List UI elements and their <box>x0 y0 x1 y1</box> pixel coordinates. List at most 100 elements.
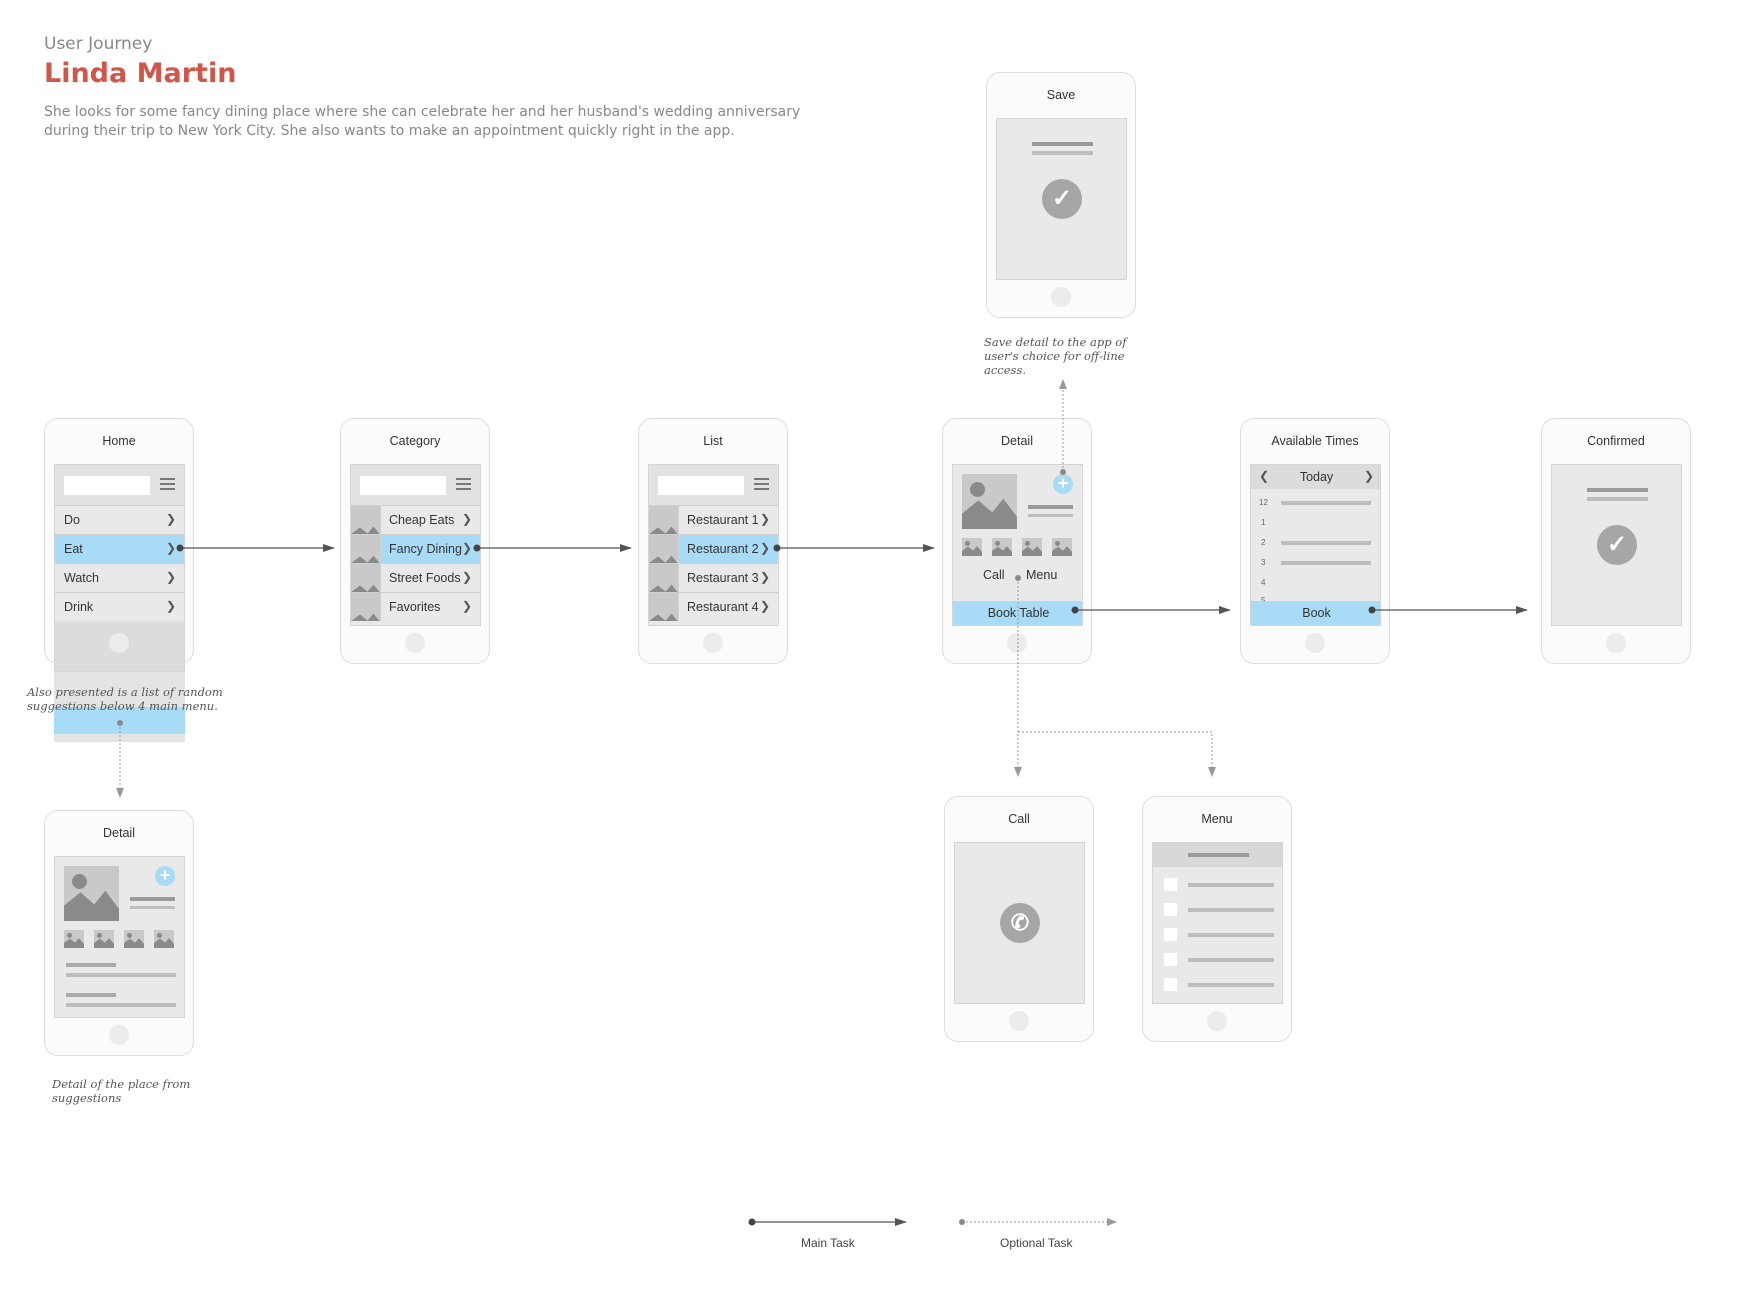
day-label: Today <box>1299 470 1334 484</box>
home-button <box>1009 1011 1029 1031</box>
chevron-right-icon: ❯ <box>165 599 176 613</box>
text-line <box>66 963 116 967</box>
checkbox-icon[interactable] <box>1164 903 1177 916</box>
checkbox-icon[interactable] <box>1164 953 1177 966</box>
save-screen-content: ✓ <box>996 118 1127 280</box>
chevron-right-icon: ❯ <box>165 570 176 584</box>
home-button <box>405 633 425 653</box>
category-item-label: Cheap Eats <box>389 513 455 527</box>
image-placeholder-icon <box>1022 538 1042 556</box>
home-button <box>1051 287 1071 307</box>
category-item[interactable]: Street Foods❯ <box>351 563 480 592</box>
time-slot[interactable] <box>1281 501 1371 505</box>
menu-item-do[interactable]: Do ❯ <box>55 505 184 534</box>
restaurant-item[interactable]: Restaurant 3❯ <box>649 563 778 592</box>
category-item[interactable]: Cheap Eats ❯ <box>351 505 480 534</box>
restaurant-item-label: Restaurant 1 <box>687 513 759 527</box>
category-item-label: Street Foods <box>389 571 461 585</box>
hamburger-icon[interactable] <box>456 478 471 491</box>
top-bar <box>351 465 480 505</box>
image-placeholder-icon <box>992 538 1012 556</box>
plus-icon[interactable]: + <box>155 866 175 886</box>
home-button <box>1305 633 1325 653</box>
home-button <box>703 633 723 653</box>
chevron-right-icon: ❯ <box>461 570 472 584</box>
persona-description: She looks for some fancy dining place wh… <box>44 104 801 139</box>
day-selector: ❮ Today ❯ <box>1251 465 1380 489</box>
hamburger-icon[interactable] <box>160 478 175 491</box>
menu-item-watch[interactable]: Watch ❯ <box>55 563 184 592</box>
search-input[interactable] <box>658 476 744 495</box>
home-screen: Home Do ❯ Eat❯ Watch ❯ Drink❯ <box>44 418 194 672</box>
menu-line <box>1188 908 1274 912</box>
menu-screen-content <box>1152 842 1283 1004</box>
restaurant-item[interactable]: Restaurant 1❯ <box>649 505 778 534</box>
note-home-suggestions: Also presented is a list of random sugge… <box>27 685 223 713</box>
image-placeholder-icon <box>351 535 381 563</box>
search-input[interactable] <box>360 476 446 495</box>
menu-item-label: Do <box>64 513 80 527</box>
category-screen: Category Cheap Eats❯ Fancy Dining❯ Stree… <box>340 418 490 664</box>
hour-label: 12 <box>1259 498 1268 507</box>
chevron-right-icon: ❯ <box>461 512 472 526</box>
image-placeholder-icon <box>649 593 679 621</box>
legend-optional-task: Optional Task <box>1000 1236 1073 1250</box>
category-item[interactable]: Favorites❯ <box>351 592 480 621</box>
home-button <box>1207 1011 1227 1031</box>
menu-item-drink[interactable]: Drink❯ <box>55 592 184 621</box>
text-line <box>66 993 116 997</box>
image-placeholder-icon <box>124 930 144 948</box>
title-line <box>130 897 175 901</box>
hour-label: 5 <box>1261 596 1265 605</box>
persona-name: Linda Martin <box>44 58 237 89</box>
subtitle-line <box>130 906 175 909</box>
screen-title: Detail <box>1001 434 1033 448</box>
hour-label: 4 <box>1261 578 1266 587</box>
image-placeholder-icon <box>649 564 679 592</box>
checkmark-icon: ✓ <box>1042 179 1082 219</box>
image-placeholder-icon <box>962 474 1017 529</box>
checkbox-icon[interactable] <box>1164 978 1177 991</box>
suggestion-detail-screen: Detail + <box>44 810 194 1056</box>
phone-icon[interactable]: ✆ <box>1000 903 1040 943</box>
note-suggestion-detail: Detail of the place from suggestions <box>52 1077 191 1105</box>
book-table-button[interactable]: Book Table <box>953 601 1082 625</box>
title-line <box>1032 142 1093 146</box>
category-item[interactable]: Fancy Dining❯ <box>351 534 480 563</box>
image-placeholder-icon <box>1052 538 1072 556</box>
image-placeholder-icon <box>649 506 679 534</box>
menu-item-label: Watch <box>64 571 99 585</box>
checkbox-icon[interactable] <box>1164 878 1177 891</box>
chevron-right-icon[interactable]: ❯ <box>1363 469 1374 483</box>
title-line <box>1587 488 1648 492</box>
restaurant-item[interactable]: Restaurant 2❯ <box>649 534 778 563</box>
menu-line <box>1188 983 1274 987</box>
title-line <box>1188 853 1249 857</box>
book-button[interactable]: Book <box>1251 601 1380 625</box>
plus-icon[interactable]: + <box>1053 474 1073 494</box>
image-placeholder-icon <box>351 564 381 592</box>
search-input[interactable] <box>64 476 150 495</box>
screen-title: Call <box>1008 812 1030 826</box>
list-screen-content: Restaurant 1❯ Restaurant 2❯ Restaurant 3… <box>648 464 779 626</box>
time-slot[interactable] <box>1281 541 1371 545</box>
chevron-right-icon: ❯ <box>165 512 176 526</box>
time-slot[interactable] <box>1281 561 1371 565</box>
note-save: Save detail to the app of user's choice … <box>984 335 1127 377</box>
call-screen-content: ✆ <box>954 842 1085 1004</box>
chevron-right-icon: ❯ <box>759 570 770 584</box>
category-item-label: Fancy Dining <box>389 542 462 556</box>
connector-detail-menu <box>1018 731 1216 777</box>
chevron-left-icon[interactable]: ❮ <box>1259 469 1270 483</box>
screen-title: Home <box>102 434 136 448</box>
hamburger-icon[interactable] <box>754 478 769 491</box>
suggestion-detail-content: + <box>54 856 185 1018</box>
checkbox-icon[interactable] <box>1164 928 1177 941</box>
chevron-right-icon: ❯ <box>759 512 770 526</box>
subtitle-line <box>1587 497 1648 501</box>
menu-item-eat[interactable]: Eat❯ <box>55 534 184 563</box>
menu-link[interactable]: Menu <box>1026 568 1058 582</box>
call-link[interactable]: Call <box>983 568 1005 582</box>
restaurant-item[interactable]: Restaurant 4❯ <box>649 592 778 621</box>
